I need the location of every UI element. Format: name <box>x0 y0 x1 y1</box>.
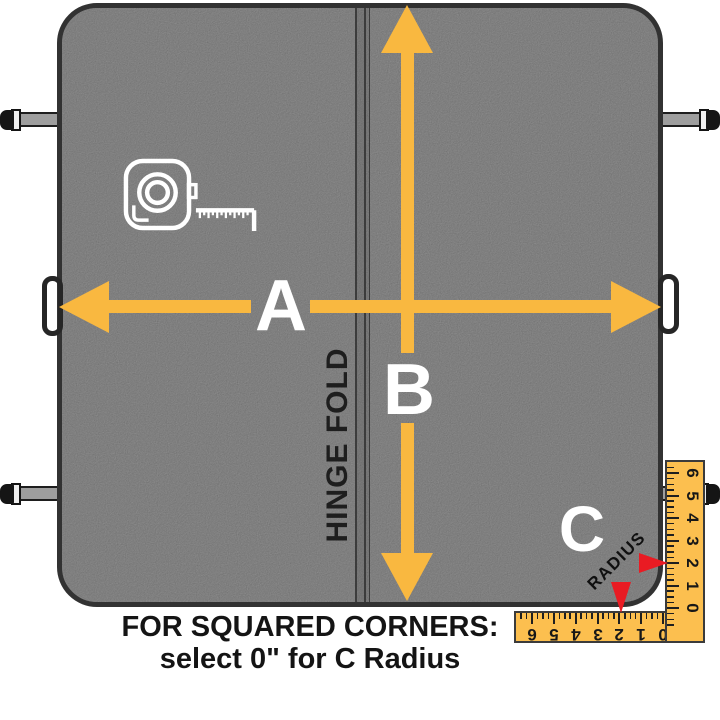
ruler-tick-minor <box>667 601 674 604</box>
ruler-tick-minor <box>591 613 593 619</box>
dimension-a-arrow-shaft <box>104 300 251 313</box>
ruler-number: 2 <box>683 558 702 568</box>
ruler-tick-minor <box>547 613 550 619</box>
strap-bar <box>17 112 62 127</box>
strap-knob <box>706 110 720 130</box>
strap-knob <box>0 110 14 130</box>
ruler-tick-minor <box>667 489 674 491</box>
ruler-tick-minor <box>520 613 522 619</box>
dimension-a-label: A <box>255 266 307 346</box>
ruler-tick-minor <box>667 624 674 626</box>
ruler-number: 0 <box>683 603 702 613</box>
ruler-tick-minor <box>667 545 674 547</box>
dimension-c-label: C <box>558 493 606 565</box>
ruler-tick-minor <box>667 522 674 525</box>
ruler-tick-minor <box>667 618 674 620</box>
ruler-tick-minor <box>602 613 604 619</box>
ruler-tick <box>618 613 621 624</box>
ruler-tick-minor <box>667 466 674 469</box>
strap-bar <box>658 112 703 127</box>
radius-pointer-right-icon <box>639 553 668 573</box>
ruler-tick <box>667 562 679 564</box>
ruler-number: 5 <box>683 490 702 501</box>
ruler-vertical: 6 5 4 3 2 1 0 <box>665 460 705 643</box>
ruler-tick-minor <box>651 613 653 619</box>
ruler-tick-minor <box>585 613 588 619</box>
footer-note: FOR SQUARED CORNERS: select 0" for C Rad… <box>20 611 600 675</box>
ruler-tick-minor <box>607 613 610 619</box>
ruler-tick-minor <box>525 613 528 619</box>
ruler-tick-minor <box>667 528 674 530</box>
ruler-tick-minor <box>667 612 674 615</box>
strap-knob <box>0 484 14 504</box>
ruler-tick-minor <box>667 590 674 592</box>
ruler-tick-minor <box>667 483 674 485</box>
arrowhead-left-icon <box>59 281 109 333</box>
ruler-tick-minor <box>645 613 648 619</box>
ruler-tick-minor <box>667 551 674 553</box>
ruler-tick <box>662 613 664 624</box>
ruler-tick-minor <box>634 613 637 619</box>
ruler-number: 6 <box>683 468 702 478</box>
strap-bottom-left <box>0 483 62 505</box>
arrowhead-up-icon <box>381 5 433 53</box>
radius-pointer-down-icon <box>611 582 631 613</box>
ruler-tick-minor <box>580 613 582 619</box>
hinge-fold-label: HINGE FOLD <box>321 347 354 543</box>
ruler-tick-minor <box>667 500 674 502</box>
ruler-tick-minor <box>564 613 566 619</box>
ruler-number: 4 <box>683 513 702 523</box>
ruler-tick-minor <box>667 477 674 480</box>
ruler-tick-minor <box>624 613 626 619</box>
ruler-tick <box>640 613 643 624</box>
ruler-tick-minor <box>542 613 544 619</box>
ruler-tick-minor <box>667 556 674 559</box>
ruler-tick-minor <box>667 596 674 598</box>
ruler-tick-minor <box>558 613 561 619</box>
ruler-tick-minor <box>667 534 674 536</box>
ruler-tick <box>667 494 679 497</box>
ruler-tick <box>574 613 577 624</box>
ruler-tick-minor <box>536 613 539 619</box>
ruler-tick <box>596 613 599 624</box>
ruler-tick <box>531 613 534 624</box>
dimension-a-arrow-shaft <box>310 300 613 313</box>
ruler-number: 3 <box>683 535 702 546</box>
footer-line-1: FOR SQUARED CORNERS: <box>121 611 499 643</box>
ruler-tick <box>667 584 679 587</box>
ruler-tick-minor <box>667 506 674 508</box>
ruler-tick-minor <box>569 613 571 619</box>
dimension-b-label: B <box>383 350 435 430</box>
dimension-b-arrow-shaft <box>401 51 414 353</box>
handle-right-icon <box>658 274 679 334</box>
ruler-tick-minor <box>629 613 631 619</box>
ruler-number: 1 <box>683 580 702 591</box>
tape-measure-icon <box>123 158 257 231</box>
ruler-tick-minor <box>613 613 615 619</box>
ruler-tick <box>667 472 679 474</box>
ruler-tick <box>667 517 679 519</box>
arrowhead-down-icon <box>381 553 433 601</box>
strap-knob <box>706 484 720 504</box>
ruler-tick-minor <box>656 613 659 619</box>
ruler-tick-minor <box>667 511 674 514</box>
footer-line-2: select 0" for C Radius <box>159 643 461 675</box>
ruler-tick-minor <box>667 567 674 570</box>
ruler-tick <box>667 539 679 542</box>
ruler-tick <box>667 607 679 609</box>
strap-top-right <box>658 109 720 131</box>
ruler-tick-minor <box>667 573 674 575</box>
dimension-b-arrow-shaft <box>401 423 414 555</box>
ruler-tick-minor <box>667 579 674 581</box>
strap-top-left <box>0 109 62 131</box>
arrowhead-right-icon <box>611 281 661 333</box>
ruler-number: 2 <box>614 625 625 644</box>
strap-bar <box>17 486 62 501</box>
ruler-number: 1 <box>636 625 646 644</box>
ruler-tick <box>552 613 555 624</box>
